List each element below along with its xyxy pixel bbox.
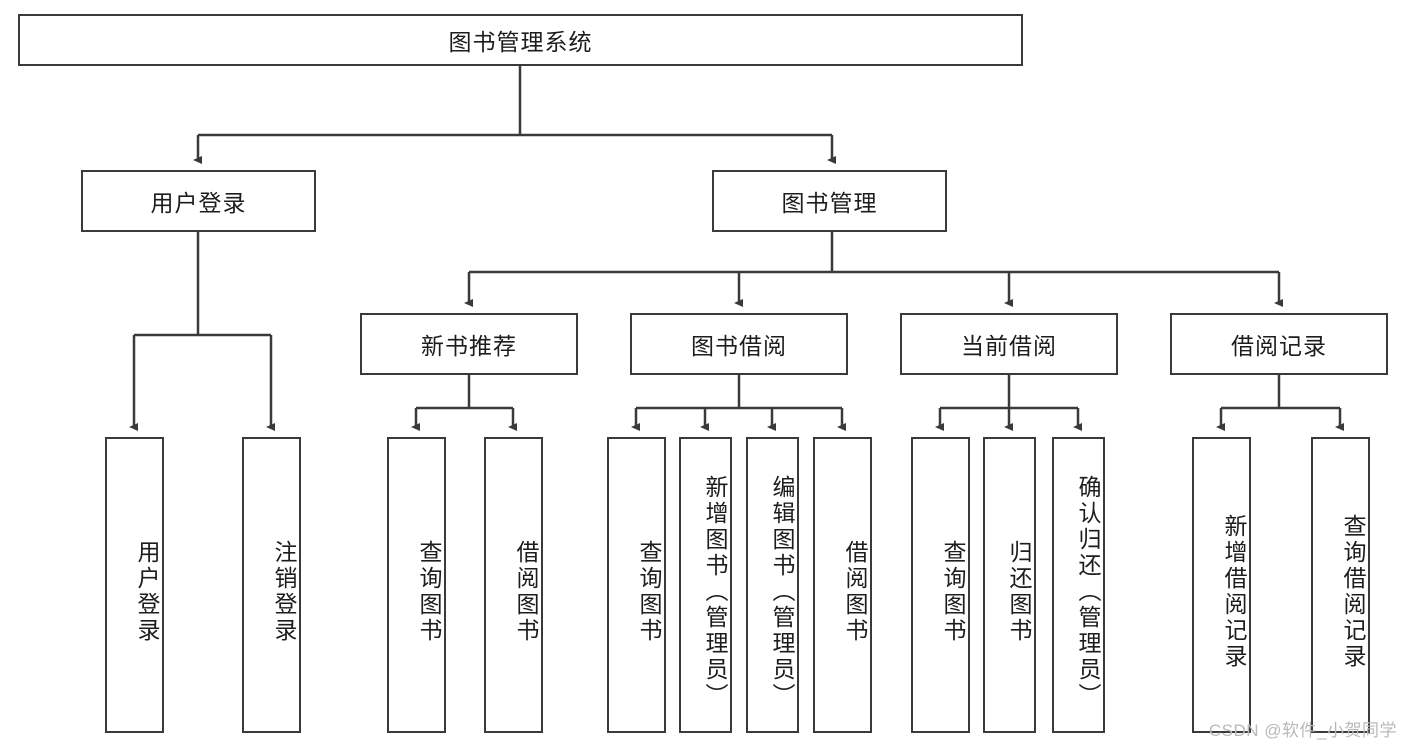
leaf-query-book-current[interactable]: 查询图书: [911, 437, 970, 733]
node-borrow-record[interactable]: 借阅记录: [1170, 313, 1388, 375]
node-label: 查询图书: [416, 540, 442, 644]
node-label: 确认归还（管理员）: [1075, 475, 1101, 709]
node-label: 注销登录: [271, 540, 297, 644]
leaf-add-borrow-record[interactable]: 新增借阅记录: [1192, 437, 1251, 733]
node-label: 新增图书（管理员）: [702, 475, 728, 709]
node-label: 编辑图书（管理员）: [769, 475, 795, 709]
node-label: 用户登录: [134, 540, 160, 644]
node-label: 用户登录: [150, 190, 247, 216]
node-label: 图书借阅: [691, 333, 787, 359]
leaf-logout[interactable]: 注销登录: [242, 437, 301, 733]
leaf-borrow-book-recommend[interactable]: 借阅图书: [484, 437, 543, 733]
node-current-borrow[interactable]: 当前借阅: [900, 313, 1118, 375]
node-user-login[interactable]: 用户登录: [81, 170, 316, 232]
leaf-borrow-book[interactable]: 借阅图书: [813, 437, 872, 733]
node-book-borrow[interactable]: 图书借阅: [630, 313, 848, 375]
node-label: 借阅记录: [1231, 333, 1327, 359]
node-label: 当前借阅: [961, 333, 1057, 359]
node-label: 图书管理系统: [448, 29, 593, 55]
leaf-edit-book-admin[interactable]: 编辑图书（管理员）: [746, 437, 799, 733]
node-label: 借阅图书: [842, 540, 868, 644]
csdn-watermark: CSDN @软件_小贺同学: [1208, 721, 1397, 740]
node-label: 查询借阅记录: [1340, 514, 1366, 670]
leaf-query-borrow-record[interactable]: 查询借阅记录: [1311, 437, 1370, 733]
node-label: 新书推荐: [421, 333, 517, 359]
node-root-book-management-system[interactable]: 图书管理系统: [18, 14, 1023, 66]
leaf-query-book-borrow[interactable]: 查询图书: [607, 437, 666, 733]
leaf-user-login[interactable]: 用户登录: [105, 437, 164, 733]
node-new-book-recommend[interactable]: 新书推荐: [360, 313, 578, 375]
leaf-confirm-return-admin[interactable]: 确认归还（管理员）: [1052, 437, 1105, 733]
node-label: 查询图书: [636, 540, 662, 644]
node-label: 图书管理: [781, 190, 878, 216]
node-label: 查询图书: [940, 540, 966, 644]
leaf-query-book-recommend[interactable]: 查询图书: [387, 437, 446, 733]
leaf-add-book-admin[interactable]: 新增图书（管理员）: [679, 437, 732, 733]
node-book-management[interactable]: 图书管理: [712, 170, 947, 232]
node-label: 新增借阅记录: [1221, 514, 1247, 670]
node-label: 借阅图书: [513, 540, 539, 644]
leaf-return-book[interactable]: 归还图书: [983, 437, 1036, 733]
node-label: 归还图书: [1006, 540, 1032, 644]
